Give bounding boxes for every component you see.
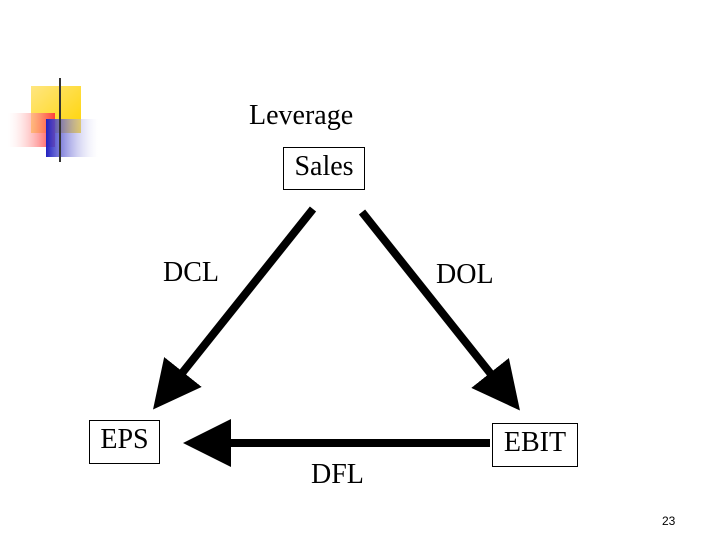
eps-box: EPS <box>89 420 160 464</box>
sales-label: Sales <box>294 151 353 182</box>
dcl-arrow <box>163 209 313 397</box>
dol-arrow <box>362 212 510 398</box>
dol-label: DOL <box>436 259 494 291</box>
sales-box: Sales <box>283 147 365 190</box>
slide-number: 23 <box>662 514 675 528</box>
ebit-label: EBIT <box>504 427 566 458</box>
dcl-label: DCL <box>163 257 219 289</box>
eps-label: EPS <box>100 424 148 455</box>
dfl-label: DFL <box>311 459 364 491</box>
ebit-box: EBIT <box>492 423 578 467</box>
